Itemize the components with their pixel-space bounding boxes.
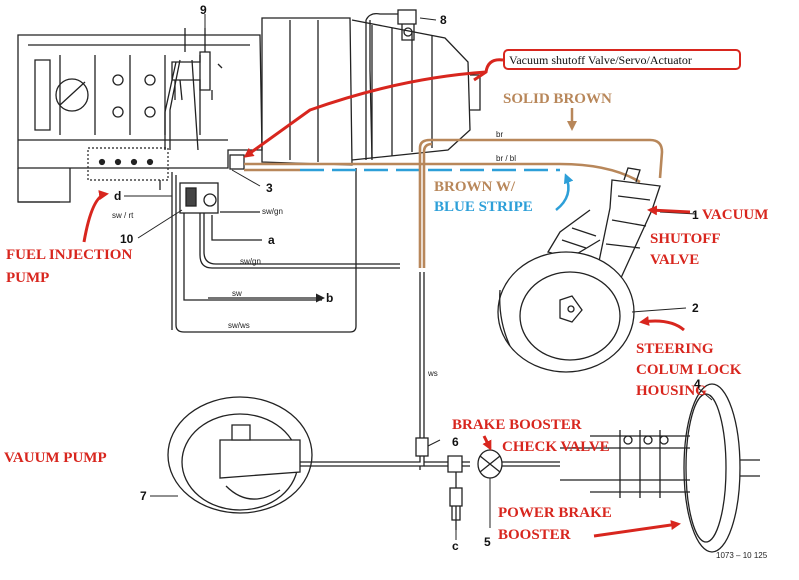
vacuum-shutoff-callout: Vacuum shutoff Valve/Servo/Actuator — [503, 49, 741, 70]
steering-column-lock-housing — [497, 251, 635, 373]
ref-letter-d: d — [114, 189, 122, 203]
colored-lines — [244, 138, 664, 268]
fuel-pump-label: PUMP — [6, 270, 50, 286]
wire-code-swgn-1: sw/gn — [262, 207, 283, 216]
part-number-5: 5 — [484, 535, 491, 549]
vacuum-pump — [167, 396, 313, 514]
component-3 — [229, 154, 245, 170]
wire-code-sw: sw — [232, 289, 242, 298]
blue-stripe-arrow — [555, 173, 574, 211]
component-10 — [179, 182, 219, 214]
part-number-9: 9 — [200, 3, 207, 17]
fuel-injection-label: FUEL INJECTION — [6, 247, 133, 263]
housing-label: HOUSING — [636, 383, 707, 399]
vauum-pump-label: VAUUM PUMP — [4, 450, 107, 466]
part-number-7: 7 — [140, 489, 147, 503]
wire-code-swws: sw/ws — [228, 321, 250, 330]
red-annotation-arrows — [82, 58, 691, 538]
part-number-2: 2 — [692, 301, 699, 315]
ref-letter-a: a — [268, 233, 275, 247]
component-9 — [171, 28, 223, 101]
leader-lines — [124, 14, 713, 540]
ref-letter-b: b — [326, 291, 334, 305]
ref-letter-c: c — [452, 539, 459, 553]
fuel-injection-pump — [87, 147, 169, 181]
part-number-4: 4 — [694, 377, 701, 391]
solid-brown-label: SOLID BROWN — [503, 91, 612, 107]
check-valve-label: CHECK VALVE — [502, 439, 610, 455]
wire-code-swgn-2: sw/gn — [240, 257, 261, 266]
part-number-3: 3 — [266, 181, 273, 195]
part-number-1: 1 — [692, 208, 699, 222]
wire-code-brbl: br / bl — [496, 154, 517, 163]
figure-code: 1073 – 10 125 — [716, 551, 768, 560]
engine-block — [17, 34, 263, 203]
check-valve-assembly — [415, 437, 503, 521]
shutoff-label: SHUTOFF — [650, 231, 721, 247]
blue-stripe-label: BLUE STRIPE — [434, 199, 533, 215]
wire-code-br: br — [496, 130, 504, 139]
part-number-6: 6 — [452, 435, 459, 449]
wire-code-ws: ws — [428, 369, 438, 378]
vacuum-label: VACUUM — [702, 207, 769, 223]
brown-w-label: BROWN W/ — [434, 179, 515, 195]
wire-code-swrt: sw / rt — [112, 211, 134, 220]
power-brake-label: POWER BRAKE — [498, 505, 612, 521]
booster-label: BOOSTER — [498, 527, 571, 543]
brake-booster-label: BRAKE BOOSTER — [452, 417, 582, 433]
steering-label: STEERING — [636, 341, 714, 357]
vacuum-lines — [159, 12, 560, 530]
colum-lock-label: COLUM LOCK — [636, 362, 742, 378]
component-8 — [397, 9, 417, 41]
valve-label: VALVE — [650, 252, 700, 268]
part-number-10: 10 — [120, 232, 134, 246]
part-number-8: 8 — [440, 13, 447, 27]
power-brake-booster — [560, 383, 760, 553]
